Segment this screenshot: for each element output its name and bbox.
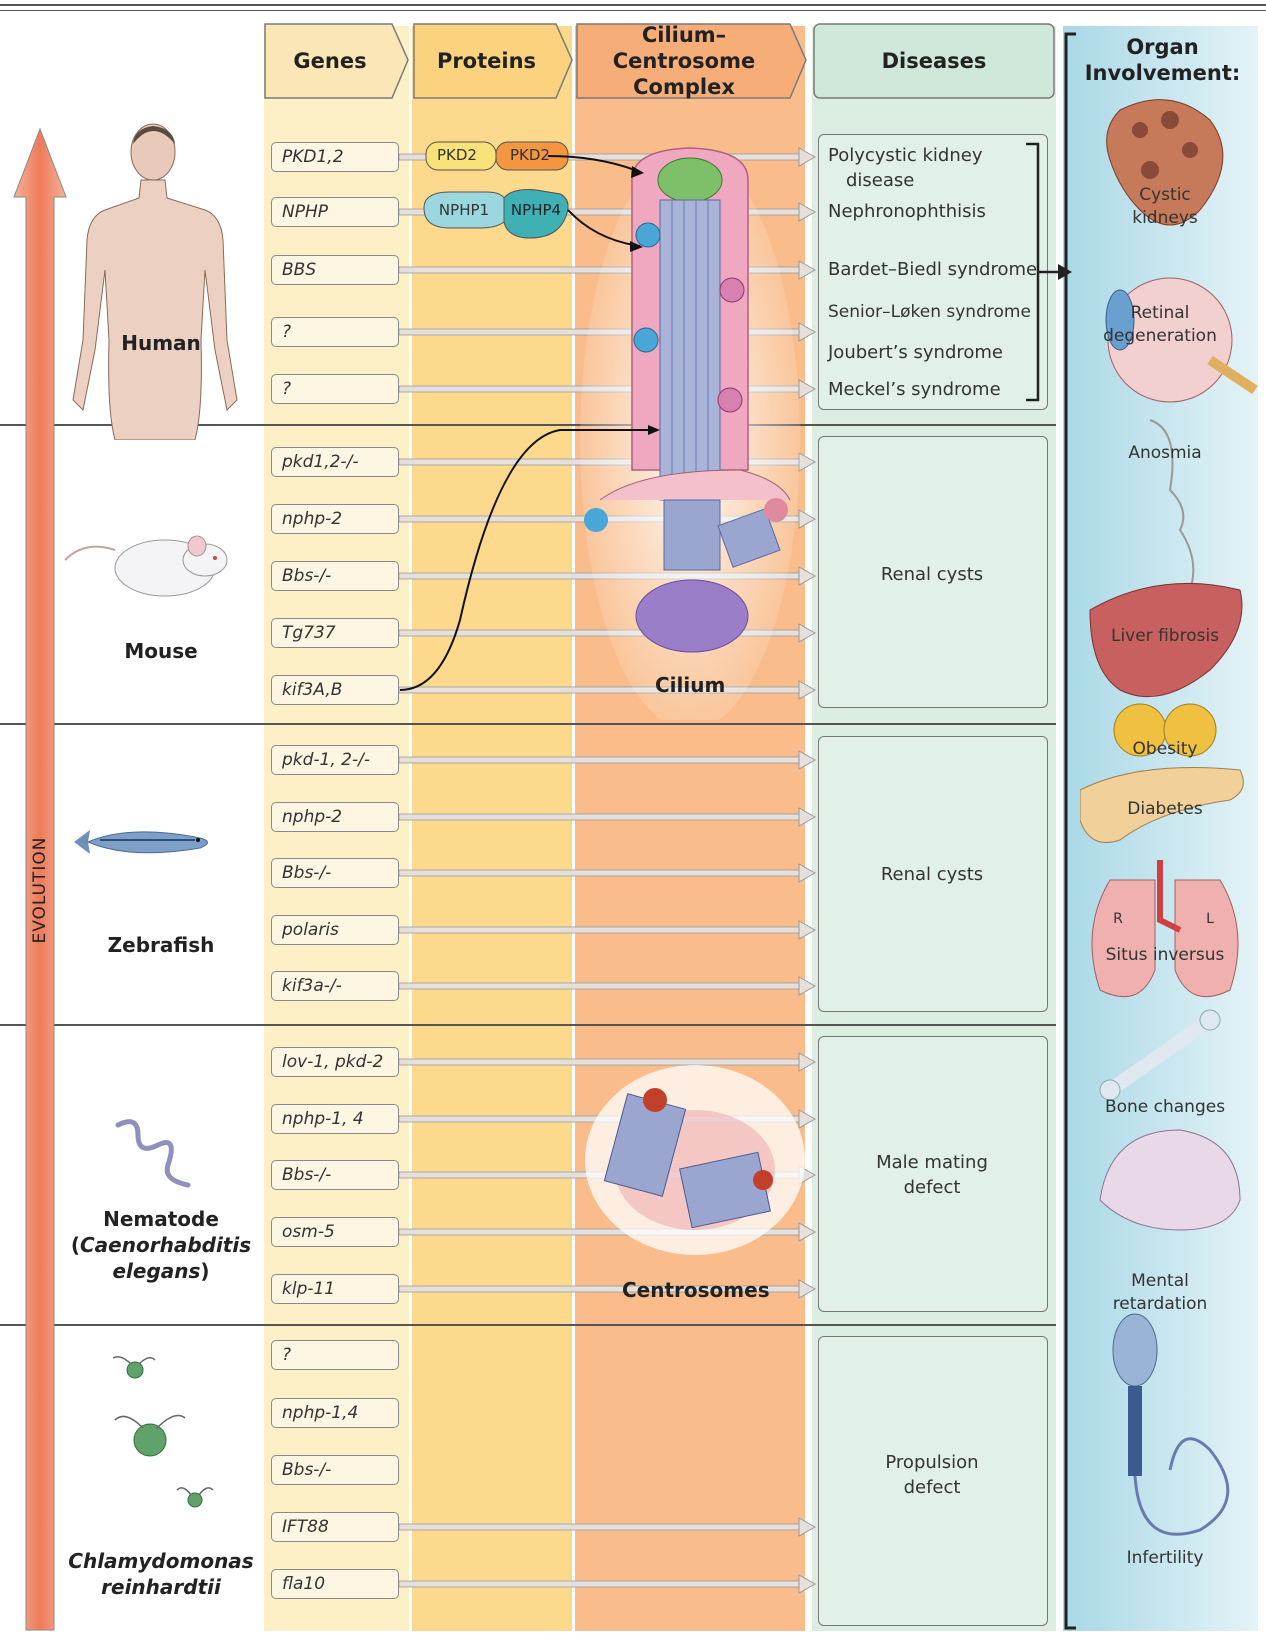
connector-lines xyxy=(0,0,1266,1643)
page: Genes Proteins Cilium–Centrosome Complex… xyxy=(0,0,1266,1643)
